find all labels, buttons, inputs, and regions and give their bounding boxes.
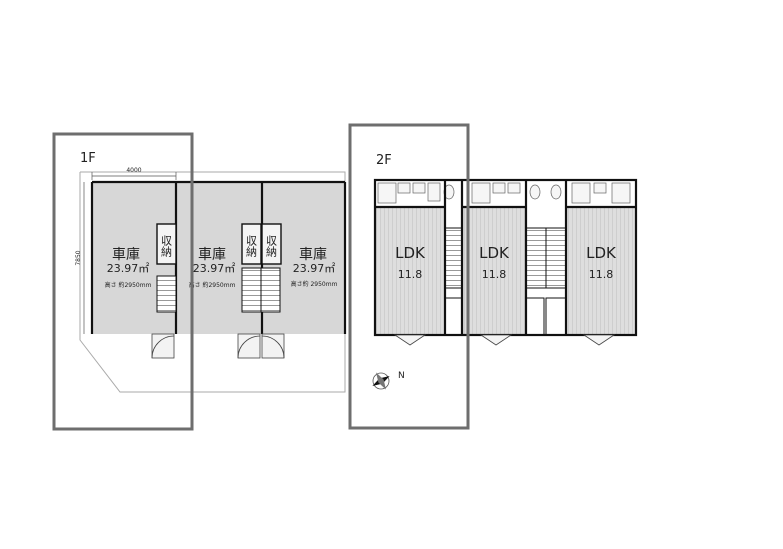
garage-2-area: 23.97㎡ <box>193 262 236 275</box>
ldk-3-name: LDK <box>586 244 617 262</box>
garage-3-area: 23.97㎡ <box>293 262 336 275</box>
garage-labels: 車庫 23.97㎡ 高さ 約2950mm 収納 車庫 23.97㎡ 高さ 約29… <box>105 235 338 289</box>
compass-north-label: N <box>398 371 405 381</box>
garage-1-name: 車庫 <box>112 246 140 263</box>
garage-2-storage: 収納 <box>245 235 258 258</box>
wet-area-row <box>375 180 636 207</box>
storage-closets <box>156 223 282 265</box>
first-floor-highlight-frame <box>52 132 194 431</box>
garage-3-height: 高さ約 2950mm <box>291 280 338 288</box>
ldk-2-name: LDK <box>479 244 510 262</box>
second-floor-closets <box>444 297 567 336</box>
second-floor-highlight-frame <box>348 123 470 430</box>
ldk-floor-2 <box>462 207 526 335</box>
ldk-labels: LDK 11.8 LDK 11.8 LDK 11.8 <box>395 244 617 281</box>
garage-2-height: 高さ 約2950mm <box>189 281 236 289</box>
site-boundary <box>79 171 346 393</box>
dimension-width-label: 4000 <box>126 167 141 174</box>
compass-icon: N <box>372 371 405 390</box>
first-floor-label: 1F <box>80 151 96 166</box>
dimension-depth-label: 7850 <box>75 250 82 265</box>
garage-2-name: 車庫 <box>198 246 226 263</box>
second-floor-stairs <box>444 227 567 289</box>
first-floor-plan: 4000 7850 <box>52 132 347 431</box>
dimension-width: 4000 <box>91 167 177 180</box>
dimension-depth: 7850 <box>75 182 85 334</box>
garage-3-storage: 収納 <box>265 235 278 258</box>
garage-1-storage: 収納 <box>160 235 173 258</box>
second-floor-plan: LDK 11.8 LDK 11.8 LDK 11.8 N 2F <box>348 123 638 430</box>
ldk-3-size: 11.8 <box>589 268 614 281</box>
ldk-1-name: LDK <box>395 244 426 262</box>
ldk-floor-1 <box>375 207 445 335</box>
garage-1-height: 高さ 約2950mm <box>105 281 152 289</box>
ldk-2-size: 11.8 <box>482 268 507 281</box>
garage-1-area: 23.97㎡ <box>107 262 150 275</box>
garage-3-name: 車庫 <box>299 246 327 263</box>
bay-windows <box>393 334 616 346</box>
first-floor-stairs <box>156 267 281 313</box>
second-floor-walls <box>373 178 638 337</box>
second-floor-label: 2F <box>376 153 392 168</box>
ldk-1-size: 11.8 <box>398 268 423 281</box>
ldk-floor-3 <box>566 207 636 335</box>
entry-doors <box>151 333 285 359</box>
